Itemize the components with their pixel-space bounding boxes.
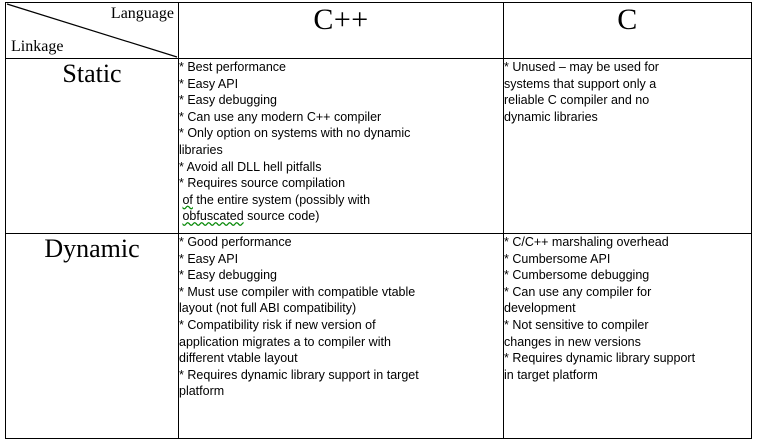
bullet-list: * C/C++ marshaling overhead * Cumbersome… [504, 234, 751, 383]
cell-dynamic-c: * C/C++ marshaling overhead * Cumbersome… [503, 233, 752, 439]
list-item: * Not sensitive to compiler changes in n… [504, 317, 751, 350]
list-item: * Only option on systems with no dynamic… [179, 125, 503, 158]
list-item-continuation: different vtable layout [179, 351, 298, 366]
bullet-list: * Good performance * Easy API * Easy deb… [179, 234, 503, 400]
list-item-text: * Good performance [179, 235, 292, 249]
cell-static-c: * Unused – may be used for systems that … [503, 58, 752, 234]
misspelled-word-of: of [182, 192, 193, 207]
column-header-cpp: C++ [178, 2, 504, 59]
list-item-text: * Requires source compilation [179, 176, 346, 191]
list-item-text: * Easy API [179, 251, 239, 266]
list-item-continuation: of the entire system (possibly with [182, 192, 371, 207]
list-item: * Easy debugging [179, 92, 503, 109]
list-item-continuation: development [504, 301, 576, 316]
list-item-continuation: systems that support only a [504, 76, 657, 91]
list-item-text: * Best performance [179, 60, 286, 74]
list-item: * Avoid all DLL hell pitfalls [179, 159, 503, 176]
list-item: * Easy debugging [179, 267, 503, 284]
list-item: * Can use any modern C++ compiler [179, 109, 503, 126]
row-header-dynamic: Dynamic [5, 233, 179, 439]
list-item-continuation: libraries [179, 142, 223, 157]
list-item: * Requires dynamic library support in ta… [179, 367, 503, 400]
list-item-text: * Requires dynamic library support [504, 351, 696, 366]
list-item-text: * Can use any compiler for [504, 284, 652, 299]
list-item: * C/C++ marshaling overhead [504, 234, 751, 251]
table-row-static: Static * Best performance * Easy API * E… [5, 58, 752, 234]
list-item: * Cumbersome debugging [504, 267, 751, 284]
linkage-language-comparison-table: Language Linkage C++ C Static * Best per… [5, 2, 752, 439]
table-row-dynamic: Dynamic * Good performance * Easy API * … [5, 233, 752, 439]
bullet-list: * Best performance * Easy API * Easy deb… [179, 59, 503, 225]
list-item: * Best performance [179, 59, 503, 76]
list-item-continuation: application migrates a to compiler with [179, 334, 391, 349]
table-header-row: Language Linkage C++ C [5, 2, 752, 59]
list-item-text: * C/C++ marshaling overhead [504, 235, 669, 249]
list-item: * Requires dynamic library support in ta… [504, 350, 751, 383]
list-item-text: * Not sensitive to compiler [504, 317, 649, 332]
list-item-text: * Avoid all DLL hell pitfalls [179, 159, 322, 174]
corner-header-cell: Language Linkage [5, 2, 179, 59]
list-item-continuation: layout (not full ABI compatibility) [179, 301, 357, 316]
misspelled-word-obfuscated: obfuscated [182, 209, 244, 224]
row-header-static: Static [5, 58, 179, 234]
list-item-text: * Easy debugging [179, 268, 277, 283]
list-item-text: * Must use compiler with compatible vtab… [179, 284, 416, 299]
bullet-list: * Unused – may be used for systems that … [504, 59, 751, 125]
list-item-text: * Only option on systems with no dynamic [179, 126, 411, 141]
column-axis-label-language: Language [110, 5, 174, 22]
list-item-text: * Compatibility risk if new version of [179, 317, 376, 332]
list-item: * Unused – may be used for systems that … [504, 59, 751, 125]
list-item: * Compatibility risk if new version of a… [179, 317, 503, 367]
list-item: * Good performance [179, 234, 503, 251]
list-item-text: * Easy debugging [179, 93, 277, 108]
list-item-continuation: in target platform [504, 367, 598, 382]
list-item-text: * Cumbersome debugging [504, 268, 650, 283]
list-item-continuation: reliable C compiler and no [504, 93, 650, 108]
list-item-continuation: platform [179, 384, 225, 399]
list-item-continuation: obfuscated source code) [182, 209, 320, 224]
list-item-continuation: changes in new versions [504, 334, 641, 349]
list-item-text: * Requires dynamic library support in ta… [179, 367, 419, 382]
list-item-text: * Easy API [179, 76, 239, 91]
list-item: * Can use any compiler for development [504, 284, 751, 317]
list-item-text: * Can use any modern C++ compiler [179, 109, 382, 124]
cell-static-cpp: * Best performance * Easy API * Easy deb… [178, 58, 504, 234]
list-item: * Easy API [179, 251, 503, 268]
list-item: * Must use compiler with compatible vtab… [179, 284, 503, 317]
list-item: * Easy API [179, 76, 503, 93]
list-item: * Cumbersome API [504, 251, 751, 268]
list-item-text: * Unused – may be used for [504, 60, 659, 74]
column-header-c: C [503, 2, 752, 59]
cell-dynamic-cpp: * Good performance * Easy API * Easy deb… [178, 233, 504, 439]
list-item-text: * Cumbersome API [504, 251, 611, 266]
list-item: * Requires source compilation of the ent… [179, 175, 503, 225]
list-item-continuation: dynamic libraries [504, 109, 598, 124]
row-axis-label-linkage: Linkage [11, 38, 64, 55]
